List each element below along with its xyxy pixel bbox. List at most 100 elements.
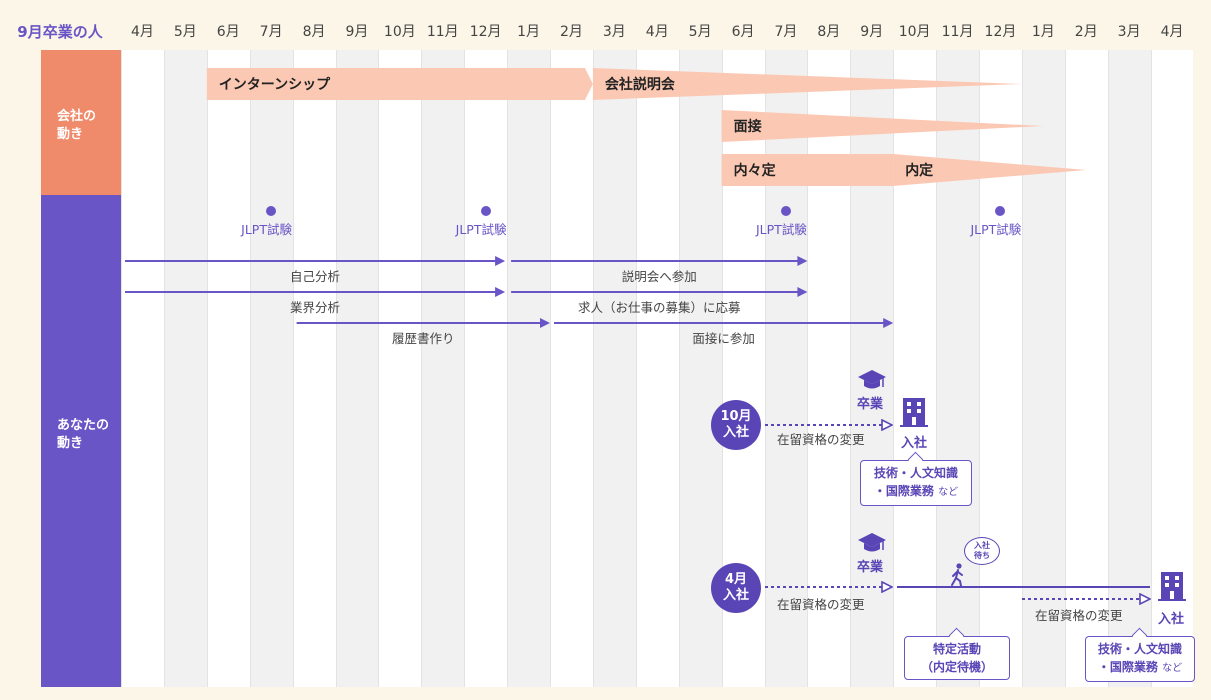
column-divider	[850, 50, 852, 687]
month-label: 7月	[259, 24, 283, 40]
activity-label: 業界分析	[290, 300, 341, 315]
jlpt-dot	[995, 206, 1006, 216]
column-divider	[464, 50, 466, 687]
column-divider	[1150, 50, 1152, 687]
apr-visa-line2: ・国際業務	[1097, 660, 1158, 674]
month-label: 6月	[216, 24, 240, 40]
column-divider	[1021, 50, 1023, 687]
jlpt-dot	[266, 206, 277, 216]
you-row-label: あなたの 動き	[41, 195, 121, 687]
month-label: 4月	[1160, 24, 1184, 40]
you-row-text: あなたの 動き	[57, 418, 110, 451]
oct-visa-suffix: など	[938, 487, 959, 498]
company-bar-label: 内定	[905, 163, 934, 179]
apr-visa-line1: 技術・人文知識	[1097, 642, 1182, 656]
column-divider	[163, 50, 165, 687]
oct-status-change-label: 在留資格の変更	[777, 432, 865, 447]
oct-entry-badge: 10月 入社	[711, 400, 761, 450]
column-shade	[592, 50, 636, 687]
activity-arrow-head	[797, 256, 808, 266]
jlpt-dot	[780, 206, 791, 216]
grid-background	[121, 50, 1193, 687]
month-label: 2月	[559, 24, 583, 40]
oct-visa-line1: 技術・人文知識	[873, 466, 958, 480]
company-bar-label: 会社説明会	[604, 77, 675, 93]
jlpt-label: JLPT試験	[241, 222, 292, 237]
month-label: 7月	[774, 24, 798, 40]
activity-label: 面接に参加	[692, 331, 755, 346]
oct-visa-line2-row: ・国際業務 など	[865, 482, 967, 502]
activity-arrow-head	[540, 318, 550, 328]
month-label: 12月	[984, 24, 1017, 40]
company-bar	[721, 154, 894, 186]
column-shade	[335, 50, 379, 687]
oct-join-label: 入社	[901, 436, 928, 451]
column-divider	[550, 50, 551, 687]
company-bar	[206, 68, 593, 100]
month-label: 8月	[302, 24, 326, 40]
column-shade	[507, 50, 550, 687]
column-divider	[592, 50, 594, 687]
month-label: 1月	[517, 24, 540, 40]
company-row-label: 会社の 動き	[41, 50, 121, 195]
column-divider	[421, 50, 423, 687]
column-divider	[249, 50, 251, 687]
month-label: 3月	[1117, 24, 1141, 40]
waiting-speech-bubble: 入社 待ち	[964, 537, 1000, 565]
oct-graduation-label: 卒業	[857, 397, 884, 412]
company-row-text: 会社の 動き	[57, 109, 97, 142]
month-label: 5月	[173, 24, 197, 40]
oct-visa-callout: 技術・人文知識 ・国際業務 など	[860, 460, 972, 506]
column-divider	[936, 50, 938, 687]
graduation-cap-icon	[858, 370, 886, 389]
jlpt-dot	[480, 206, 491, 216]
month-label: 10月	[898, 24, 931, 40]
office-building-icon	[1158, 572, 1186, 601]
oct-visa-line2: ・国際業務	[873, 484, 934, 498]
apr-visa-line2-row: ・国際業務 など	[1090, 658, 1190, 678]
apr-visa-callout: 技術・人文知識 ・国際業務 など	[1085, 636, 1195, 682]
column-shade	[421, 50, 465, 687]
activity-arrow-head	[495, 256, 506, 266]
column-divider	[378, 50, 380, 687]
column-shade	[936, 50, 979, 687]
office-building-icon	[900, 398, 928, 427]
activity-label: 説明会へ参加	[621, 269, 697, 284]
apr-status-change-label: 在留資格の変更	[777, 597, 865, 612]
month-label: 9月	[860, 24, 884, 40]
activity-label: 自己分析	[290, 269, 341, 284]
column-divider	[206, 50, 208, 687]
column-divider	[678, 50, 680, 687]
apr-status-change-label-2: 在留資格の変更	[1035, 608, 1123, 623]
month-label: 11月	[426, 24, 459, 40]
month-label: 11月	[941, 24, 974, 40]
column-shade	[1021, 50, 1065, 687]
month-label: 4月	[645, 24, 669, 40]
apr-entry-badge: 4月 入社	[711, 563, 761, 613]
column-divider	[721, 50, 723, 687]
apr-activity-line1: 特定活動	[932, 642, 981, 656]
company-bar	[893, 154, 1087, 186]
month-label: 8月	[817, 24, 841, 40]
jlpt-label: JLPT試験	[970, 222, 1022, 237]
month-label: 9月	[345, 24, 369, 40]
activity-arrow-head	[797, 287, 808, 297]
column-divider	[807, 50, 809, 687]
column-divider	[1107, 50, 1109, 687]
month-label: 1月	[1031, 24, 1055, 40]
column-divider	[979, 50, 980, 687]
apr-join-label: 入社	[1158, 612, 1185, 627]
corner-label: 9月卒業の人	[17, 23, 103, 41]
month-label: 4月	[130, 24, 154, 40]
month-label: 2月	[1074, 24, 1098, 40]
month-label: 5月	[688, 24, 712, 40]
jlpt-label: JLPT試験	[455, 222, 507, 237]
column-divider	[335, 50, 337, 687]
column-divider	[635, 50, 637, 687]
activity-arrow-head	[883, 318, 894, 328]
column-divider	[292, 50, 294, 687]
